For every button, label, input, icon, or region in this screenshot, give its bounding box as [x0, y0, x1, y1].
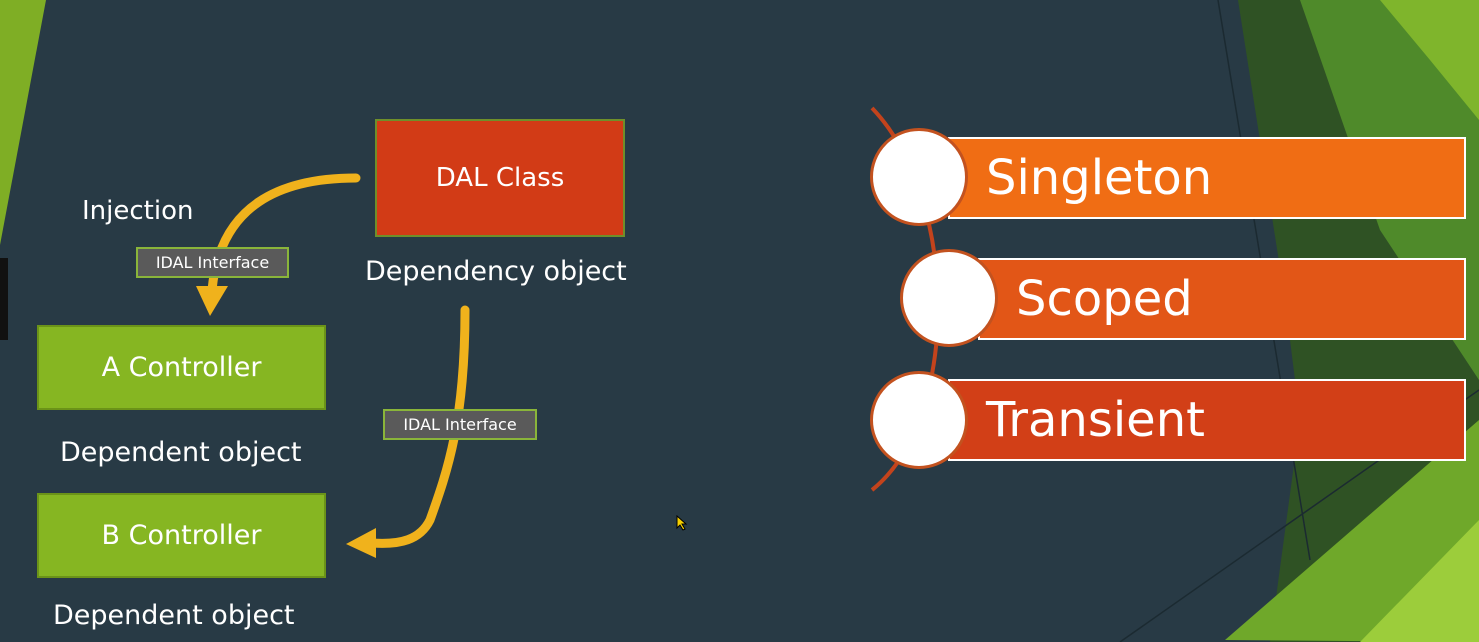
singleton-bullet	[870, 128, 968, 226]
injection-label: Injection	[82, 196, 194, 226]
b-controller-box: B Controller	[37, 493, 326, 578]
a-controller-caption: Dependent object	[60, 437, 302, 468]
transient-bullet	[870, 371, 968, 469]
scoped-bullet	[900, 249, 998, 347]
scoped-label: Scoped	[1016, 271, 1193, 327]
b-controller-caption: Dependent object	[53, 600, 295, 631]
b-controller-label: B Controller	[101, 520, 262, 551]
left-green-shard	[0, 0, 46, 245]
a-controller-label: A Controller	[101, 352, 262, 383]
dal-class-box: DAL Class	[375, 119, 625, 237]
left-edge-strip	[0, 258, 8, 340]
injection-arrow-b	[367, 305, 470, 548]
transient-bar: Transient	[948, 379, 1466, 461]
singleton-label: Singleton	[986, 150, 1213, 206]
arrowhead-b	[346, 528, 376, 558]
right-light-green-shard	[1380, 0, 1479, 120]
singleton-bar: Singleton	[948, 137, 1466, 219]
scoped-bar: Scoped	[978, 258, 1466, 340]
mouse-cursor-icon	[676, 515, 688, 531]
right-corner-light-shard	[1360, 520, 1479, 642]
interface-tag-b: IDAL Interface	[383, 409, 537, 440]
interface-tag-a: IDAL Interface	[136, 247, 289, 278]
dal-class-label: DAL Class	[435, 163, 565, 193]
a-controller-box: A Controller	[37, 325, 326, 410]
transient-label: Transient	[986, 392, 1205, 448]
dependency-object-caption: Dependency object	[365, 256, 627, 287]
arrowhead-a	[196, 286, 228, 316]
